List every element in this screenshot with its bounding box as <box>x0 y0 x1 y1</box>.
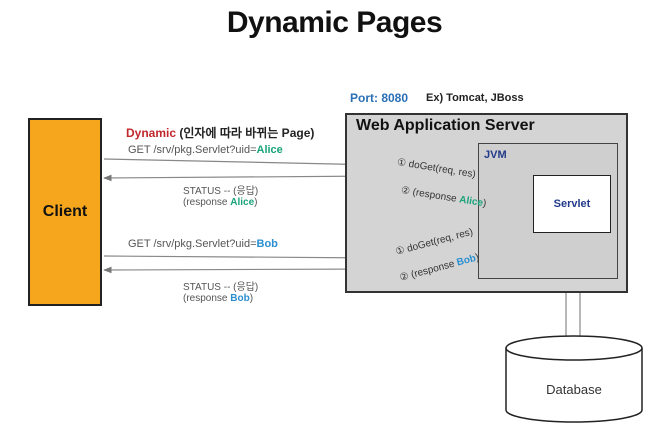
database-label: Database <box>546 382 602 397</box>
bob-status-label: STATUS -- (응답) <box>183 282 259 293</box>
jvm-label: JVM <box>484 149 507 161</box>
dynamic-keyword: Dynamic <box>126 126 177 140</box>
response-suffix: ) <box>254 197 258 208</box>
bob-response-arrow <box>103 266 381 274</box>
request-path: GET /srv/pkg.Servlet?uid= <box>128 144 257 156</box>
response-user: Alice <box>230 197 255 208</box>
server-examples: Ex) Tomcat, JBoss <box>426 92 524 104</box>
server-title: Web Application Server <box>356 117 535 134</box>
response-user: Bob <box>230 293 250 304</box>
bob-request-arrow <box>103 254 381 262</box>
dynamic-heading: Dynamic (인자에 따라 바뀌는 Page) <box>126 124 314 141</box>
response-prefix: (response <box>183 293 231 304</box>
port-label: Port: 8080 <box>350 91 409 105</box>
servlet-box: Servlet <box>533 175 611 233</box>
alice-response-arrow <box>103 174 381 182</box>
alice-request-label: GET /srv/pkg.Servlet?uid=Alice <box>128 144 283 156</box>
client-box: Client <box>28 118 102 306</box>
dynamic-note: (인자에 따라 바뀌는 Page) <box>176 126 315 140</box>
bob-request-label: GET /srv/pkg.Servlet?uid=Bob <box>128 238 278 250</box>
page-title: Dynamic Pages <box>226 6 443 39</box>
alice-status-label: STATUS -- (응답) <box>183 186 259 197</box>
response-suffix: ) <box>249 293 254 304</box>
servlet-label: Servlet <box>553 198 591 210</box>
client-label: Client <box>42 203 88 220</box>
request-user: Bob <box>256 238 278 250</box>
database-cylinder <box>505 335 643 423</box>
response-prefix: (response <box>183 197 231 208</box>
request-path: GET /srv/pkg.Servlet?uid= <box>128 238 257 250</box>
bob-response-label: (response Bob) <box>183 293 253 304</box>
alice-request-arrow <box>103 158 381 169</box>
request-user: Alice <box>256 144 283 156</box>
alice-response-label: (response Alice) <box>183 197 258 208</box>
